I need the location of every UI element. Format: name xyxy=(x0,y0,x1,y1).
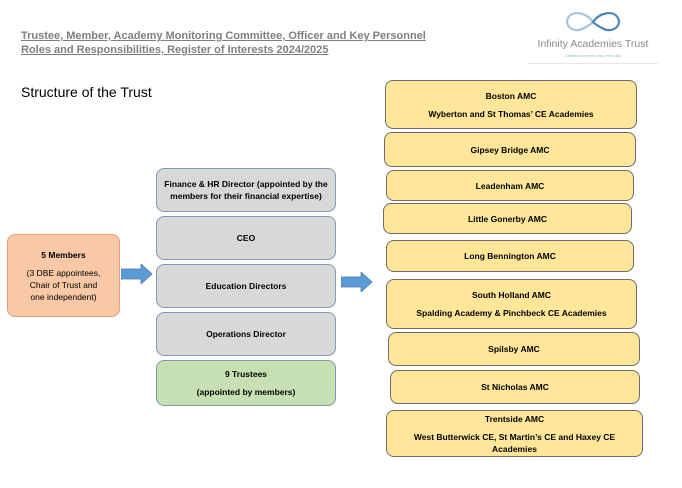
amc-box-spilsby: Spilsby AMC xyxy=(388,332,640,366)
amc-name-long-bennington: Long Bennington AMC xyxy=(464,251,556,261)
section-title: Structure of the Trust xyxy=(21,84,152,100)
document-title-line-1: Trustee, Member, Academy Monitoring Comm… xyxy=(21,30,426,42)
finance-hr-director-box: Finance & HR Director (appointed by the … xyxy=(156,168,336,212)
amc-name-spilsby: Spilsby AMC xyxy=(488,344,540,354)
amc-box-trentside: Trentside AMC West Butterwick CE, St Mar… xyxy=(386,410,643,457)
members-to-central-arrow xyxy=(121,264,153,284)
education-directors-label: Education Directors xyxy=(205,281,287,291)
amc-name-trentside: Trentside AMC xyxy=(484,413,545,424)
logo-divider xyxy=(528,63,658,64)
amc-schools-trentside: West Butterwick CE, St Martin’s CE and H… xyxy=(413,431,616,454)
amc-box-leadenham: Leadenham AMC xyxy=(386,170,634,201)
amc-box-little-gonerby: Little Gonerby AMC xyxy=(383,203,632,234)
education-directors-box: Education Directors xyxy=(156,264,336,308)
logo-tagline: Ambitious for every child, every day xyxy=(565,54,621,58)
amc-box-long-bennington: Long Bennington AMC xyxy=(386,240,634,272)
amc-name-leadenham: Leadenham AMC xyxy=(475,180,545,191)
document-title-line-2: Roles and Responsibilities, Register of … xyxy=(21,44,329,56)
logo-name: Infinity Academies Trust xyxy=(537,38,649,50)
central-to-amc-arrow xyxy=(341,272,373,292)
amc-name-little-gonerby: Little Gonerby AMC xyxy=(467,213,548,224)
amc-name-st-nicholas: St Nicholas AMC xyxy=(481,382,549,392)
members-heading: 5 Members xyxy=(41,249,86,260)
finance-hr-director-line-2: members for their financial expertise) xyxy=(170,191,322,201)
ceo-label: CEO xyxy=(236,233,256,243)
amc-box-south-holland: South Holland AMC Spalding Academy & Pin… xyxy=(386,279,637,329)
operations-director-label: Operations Director xyxy=(206,329,286,339)
document-title: Trustee, Member, Academy Monitoring Comm… xyxy=(21,29,441,57)
amc-box-gipsey-bridge: Gipsey Bridge AMC xyxy=(384,132,636,167)
operations-director-box: Operations Director xyxy=(156,312,336,356)
amc-box-st-nicholas: St Nicholas AMC xyxy=(390,370,640,404)
trustees-box: 9 Trustees (appointed by members) xyxy=(156,360,336,406)
members-box: 5 Members (3 DBE appointees, Chair of Tr… xyxy=(7,234,120,317)
amc-name-south-holland: South Holland AMC xyxy=(471,290,551,300)
trustees-heading: 9 Trustees xyxy=(224,369,268,379)
members-detail-line-1: (3 DBE appointees, xyxy=(26,267,101,278)
infinity-logo-icon xyxy=(566,12,620,32)
ceo-box: CEO xyxy=(156,216,336,260)
amc-box-boston: Boston AMC Wyberton and St Thomas’ CE Ac… xyxy=(385,80,637,129)
amc-name-gipsey-bridge: Gipsey Bridge AMC xyxy=(470,144,550,155)
trustees-detail: (appointed by members) xyxy=(196,387,296,397)
amc-schools-south-holland: Spalding Academy & Pinchbeck CE Academie… xyxy=(416,308,607,318)
amc-schools-boston: Wyberton and St Thomas’ CE Academies xyxy=(428,108,594,119)
trust-logo: Infinity Academies Trust Ambitious for e… xyxy=(528,8,658,66)
amc-name-boston: Boston AMC xyxy=(485,90,537,101)
members-detail-line-2: Chair of Trust and xyxy=(29,279,98,290)
members-detail-line-3: one independent) xyxy=(30,291,97,302)
finance-hr-director-line-1: Finance & HR Director (appointed by the xyxy=(164,179,328,189)
